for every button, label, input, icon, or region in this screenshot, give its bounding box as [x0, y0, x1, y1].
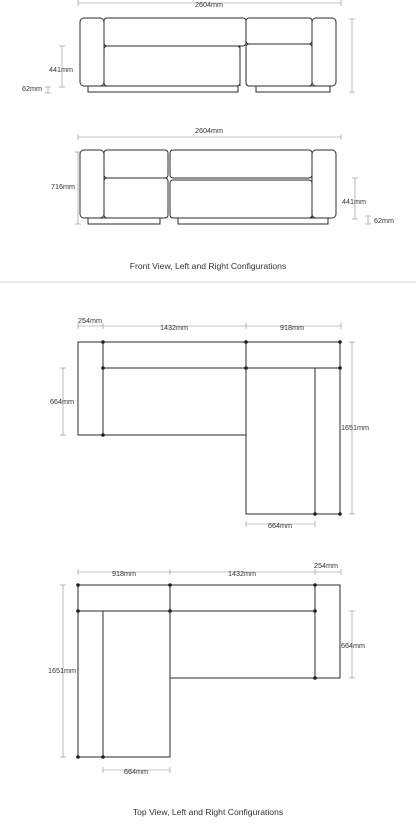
back-cushion-left	[103, 149, 169, 179]
right-arm	[311, 149, 337, 219]
leg-height-label: 62mm	[374, 216, 394, 225]
leg-height-label: 62mm	[22, 84, 42, 93]
left-arm	[79, 149, 105, 219]
left-arm	[79, 17, 105, 87]
middle-width-label: 1432mm	[228, 569, 256, 578]
top-view-caption: Top View, Left and Right Configurations	[133, 807, 283, 817]
total-depth-label: 1651mm	[341, 423, 369, 432]
chaise-width-label: 918mm	[280, 323, 304, 332]
arm-width-label: 254mm	[78, 316, 102, 325]
back-cushion-left	[103, 17, 247, 47]
seat-depth-label: 664mm	[50, 397, 74, 406]
plinth-right	[255, 85, 331, 93]
plinth-left	[87, 217, 161, 225]
chaise-width-label: 918mm	[112, 569, 136, 578]
chaise-seat-width-label: 664mm	[268, 521, 292, 530]
seat-height-label: 441mm	[49, 65, 73, 74]
total-height-label: 716mm	[51, 182, 75, 191]
back-cushion-right	[245, 17, 313, 45]
seat-cushion-chaise	[103, 177, 169, 219]
total-depth-label: 1651mm	[48, 666, 76, 675]
arm-width-label: 254mm	[314, 561, 338, 570]
seat-cushion-main	[103, 45, 241, 87]
width-label: 2604mm	[195, 126, 223, 135]
front-view-right-config: 2604mm 716mm 441mm 62mm	[51, 126, 394, 225]
top-view-right-config: 918mm 1432mm 254mm 1651mm 664mm 664mm	[48, 561, 365, 776]
seat-cushion-chaise	[245, 43, 313, 87]
seat-cushion-main	[169, 179, 313, 219]
front-view-left-config: 2604mm 441mm 62mm	[22, 0, 355, 94]
chaise-seat-width-label: 664mm	[124, 767, 148, 776]
plinth-right	[177, 217, 329, 225]
plinth-left	[87, 85, 239, 93]
front-view-caption: Front View, Left and Right Configuration…	[130, 261, 287, 271]
right-arm	[311, 17, 337, 87]
width-label: 2604mm	[195, 0, 223, 9]
middle-width-label: 1432mm	[160, 323, 188, 332]
back-cushion-right	[169, 149, 313, 179]
top-view-left-config: 254mm 1432mm 918mm 664mm 1651mm 664mm	[50, 316, 369, 530]
seat-height-label: 441mm	[342, 197, 366, 206]
seat-depth-label: 664mm	[341, 641, 365, 650]
